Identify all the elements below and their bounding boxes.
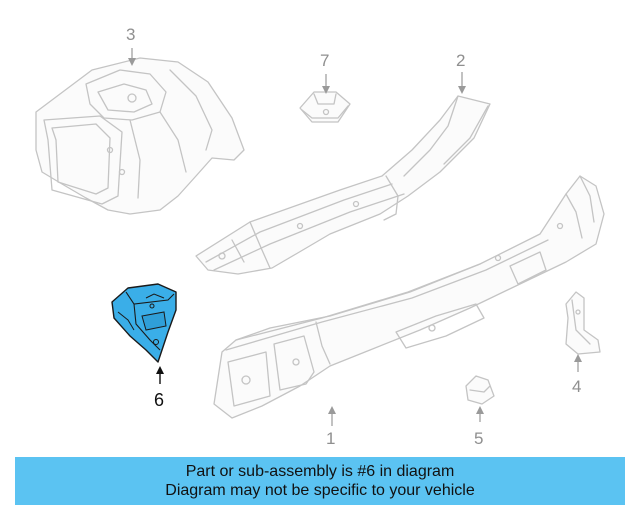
parts-diagram: 3 7 2 [35, 25, 605, 448]
part-2-upper-rail [195, 95, 491, 275]
leader-arrow-5 [476, 406, 484, 414]
part-4-bracket [565, 291, 601, 355]
callout-4: 4 [572, 377, 581, 396]
callout-3: 3 [126, 25, 135, 44]
leader-arrow-7 [322, 86, 330, 94]
leader-arrow-6 [156, 366, 164, 374]
callout-5: 5 [474, 429, 483, 448]
leader-arrow-3 [128, 58, 136, 66]
banner-line-1: Part or sub-assembly is #6 in diagram [185, 463, 455, 480]
callout-6: 6 [154, 390, 164, 410]
part-6-highlighted-bracket [111, 283, 177, 363]
callout-1: 1 [326, 429, 335, 448]
leader-arrow-4 [574, 354, 582, 362]
leader-arrow-2 [458, 86, 466, 94]
banner-line-2: Diagram may not be specific to your vehi… [165, 482, 475, 499]
callout-7: 7 [320, 51, 329, 70]
callout-2: 2 [456, 51, 465, 70]
part-1-rear-body-panel [213, 175, 605, 419]
part-3-quarter-inner-panel [35, 57, 245, 215]
part-7-bracket [299, 91, 351, 123]
part-5-clip [465, 375, 495, 405]
leader-arrow-1 [328, 406, 336, 414]
info-banner: Part or sub-assembly is #6 in diagram Di… [15, 457, 625, 505]
